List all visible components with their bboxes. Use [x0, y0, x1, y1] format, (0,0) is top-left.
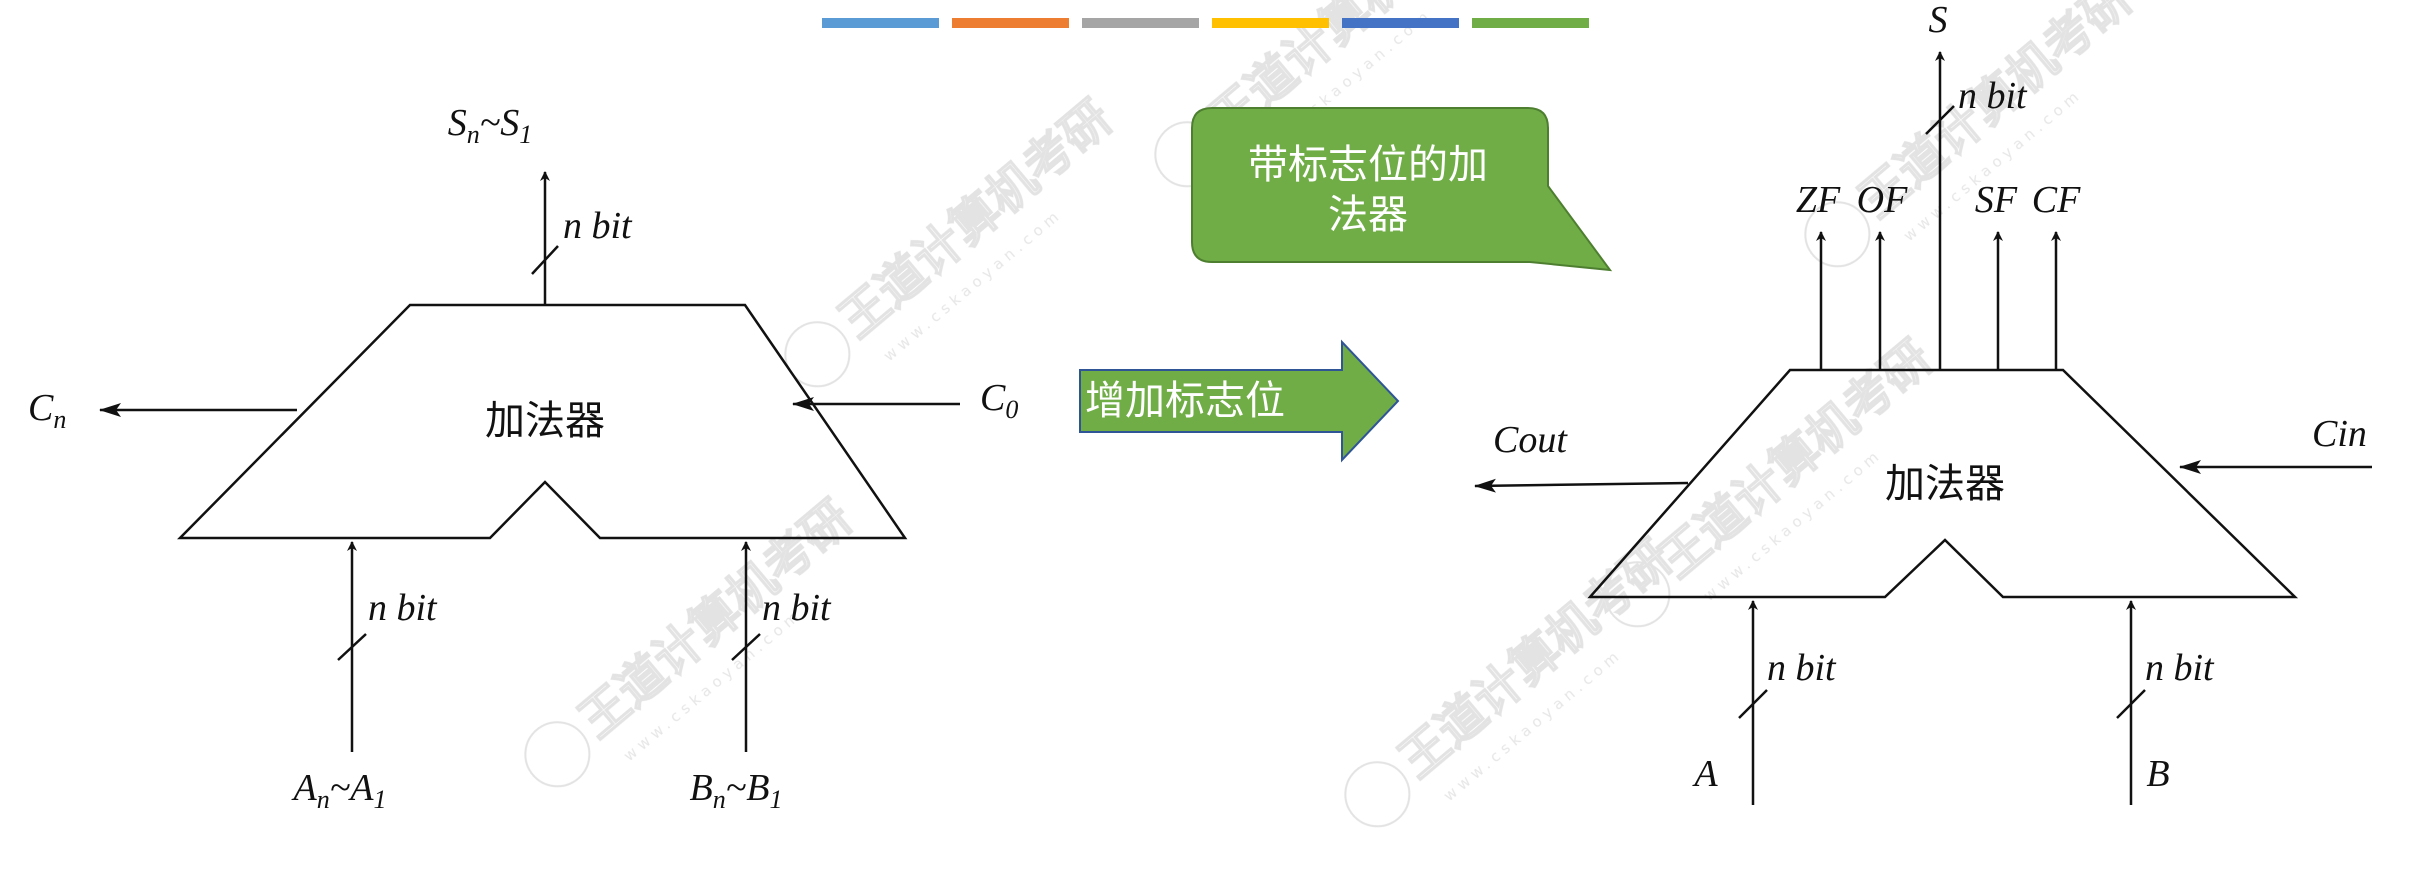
watermark-seal — [524, 721, 591, 788]
color-bar-segment — [1472, 18, 1589, 28]
flag-zf-label: ZF — [1796, 179, 1841, 221]
left-input-b-width-label: n bit — [762, 587, 832, 629]
left-input-b-label: Bn​~B1​ — [690, 767, 783, 814]
transition-arrow-label: 增加标志位 — [1085, 378, 1285, 424]
right-adder — [1474, 51, 2372, 805]
flag-sf-label: SF — [1975, 179, 2018, 221]
color-bar-segment — [952, 18, 1069, 28]
callout-line-2: 法器 — [1328, 192, 1408, 238]
right-carry-in-label: Cin — [2312, 413, 2367, 455]
top-color-bar — [822, 18, 1589, 28]
watermark-text: 王道计算机考研 — [1649, 330, 1942, 589]
left-sum-width-label: n bit — [563, 205, 633, 247]
left-adder-label: 加法器 — [485, 398, 605, 444]
left-input-a-width-label: n bit — [368, 587, 438, 629]
watermark-text: 王道计算机考研 — [829, 90, 1122, 349]
flag-cf-label: CF — [2032, 179, 2081, 221]
color-bar-segment — [1212, 18, 1329, 28]
left-carry-in-label: C0​ — [980, 377, 1018, 424]
left-input-a-slash — [337, 633, 367, 661]
right-carry-out-arrow — [1474, 478, 1689, 493]
left-input-a-label: An​~A1​ — [291, 767, 387, 814]
watermark-seal — [1804, 201, 1871, 268]
left-adder-body — [177, 303, 908, 540]
watermark-text: 王道计算机考研 — [1389, 530, 1682, 789]
right-carry-out-label: Cout — [1493, 419, 1568, 461]
color-bar-segment — [822, 18, 939, 28]
right-input-a-width-label: n bit — [1767, 647, 1837, 689]
right-input-b-label: B — [2146, 753, 2169, 795]
right-input-a-label: A — [1691, 753, 1718, 795]
callout-shape — [1191, 107, 1613, 272]
right-sum-slash — [1925, 105, 1955, 135]
right-input-b-width-label: n bit — [2145, 647, 2215, 689]
right-input-b-slash — [2116, 689, 2146, 719]
left-input-b-slash — [731, 633, 761, 661]
watermark-seal — [1604, 561, 1671, 628]
flag-of-label: OF — [1857, 179, 1908, 221]
right-adder-label: 加法器 — [1885, 461, 2005, 507]
left-carry-out-label: Cn​ — [28, 387, 66, 434]
left-sum-output-label: Sn​~S1​ — [448, 102, 533, 149]
transition-arrow: 增加标志位 — [1079, 339, 1400, 463]
transition-arrow-shape — [1079, 339, 1400, 463]
watermark-seal — [1344, 761, 1411, 828]
right-adder-body — [1587, 368, 2299, 599]
callout-bubble: 带标志位的加 法器 — [1191, 107, 1613, 272]
right-input-a-slash — [1738, 689, 1768, 719]
color-bar-segment — [1342, 18, 1459, 28]
left-adder — [99, 171, 960, 752]
color-bar-segment — [1082, 18, 1199, 28]
callout-line-1: 带标志位的加 — [1248, 142, 1488, 188]
left-sum-slash — [531, 245, 559, 275]
right-sum-output-label: S — [1929, 0, 1948, 41]
right-sum-width-label: n bit — [1958, 75, 2028, 117]
